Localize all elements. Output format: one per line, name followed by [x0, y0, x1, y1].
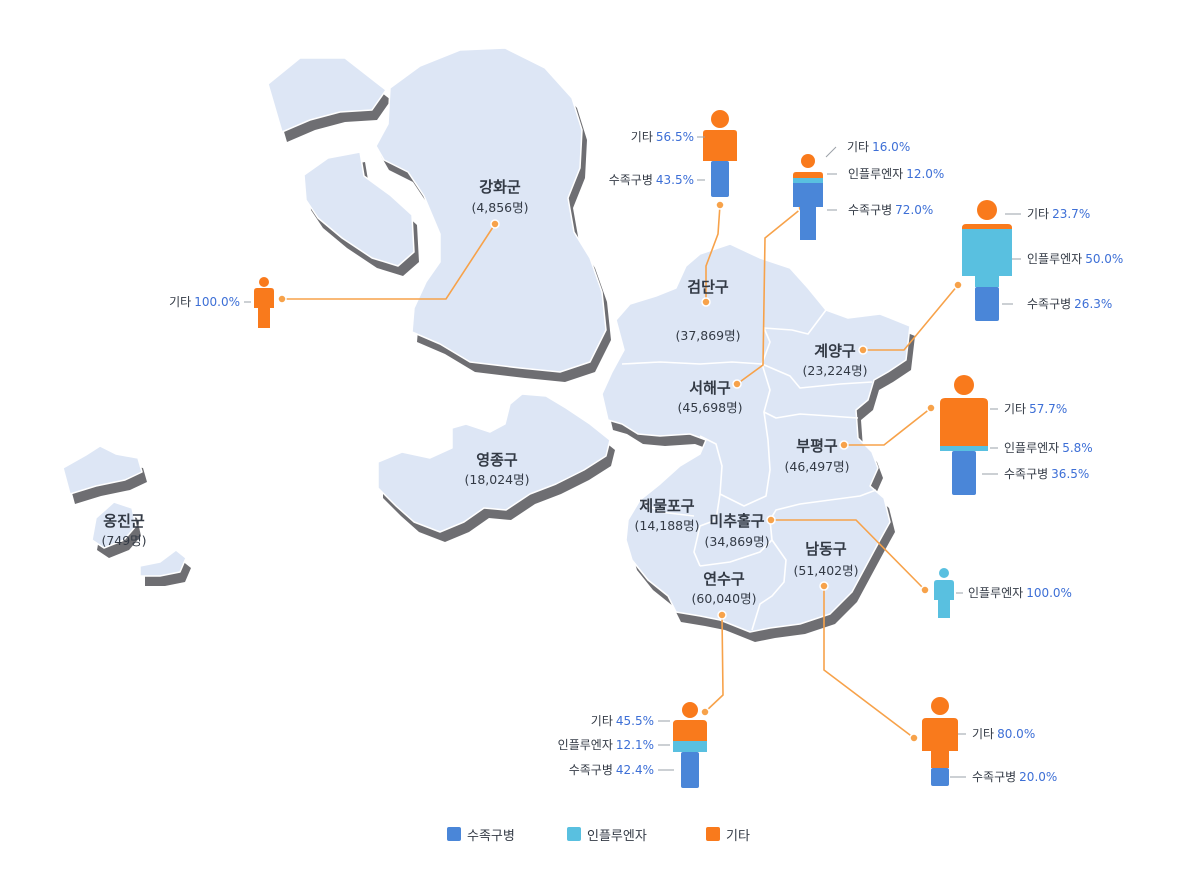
person-icon-geomdan [703, 110, 737, 197]
person-icon-gyeyang [962, 200, 1012, 321]
district-name-ongjin: 옹진군 [103, 512, 145, 530]
person-icon-bupyeong [940, 375, 988, 495]
district-count-geomdan: (37,869명) [676, 328, 741, 343]
island-ongjin-2 [91, 501, 137, 549]
district-name-michuhol: 미추홀구 [709, 512, 764, 530]
district-count-ganghwa: (4,856명) [471, 200, 528, 215]
island-north [267, 57, 387, 133]
mainland-shape [601, 243, 911, 633]
person-icon-ganghwa [254, 277, 274, 328]
legend-swatch-disease [447, 827, 461, 841]
island-seokmo [303, 151, 415, 267]
district-count-namdong: (51,402명) [794, 563, 859, 578]
person-icon-michuhol [934, 568, 954, 618]
legend-label: 수족구병 [467, 828, 515, 844]
legend-label: 인플루엔자 [587, 828, 647, 844]
legend-swatch-flu [567, 827, 581, 841]
district-name-yeonsu: 연수구 [703, 570, 745, 588]
label-ticks [244, 136, 1021, 778]
district-borders [621, 309, 877, 631]
legend-label: 기타 [726, 828, 750, 844]
district-count-michuhol: (34,869명) [705, 534, 770, 549]
district-count-gyeyang: (23,224명) [803, 363, 868, 378]
district-yeongjong-shape [377, 393, 611, 533]
district-count-ongjin: (749명) [101, 533, 146, 548]
island-ongjin-1 [62, 445, 143, 495]
district-count-jemulpo: (14,188명) [635, 518, 700, 533]
person-icon-yeonsu [673, 702, 707, 788]
district-name-jemulpo: 제물포구 [639, 497, 694, 515]
legend-swatch-other [706, 827, 720, 841]
district-name-bupyeong: 부평구 [796, 437, 838, 455]
district-name-namdong: 남동구 [805, 540, 847, 558]
district-name-gyeyang: 계양구 [814, 342, 856, 360]
legend-item-other: 기타 [706, 822, 750, 846]
district-ganghwa-shape [375, 47, 607, 373]
district-labels: 강화군 (4,856명) 검단구 (37,869명) 계양구 (23,224명)… [101, 178, 867, 606]
district-name-geomdan: 검단구 [687, 278, 729, 296]
person-icon-namdong [922, 697, 958, 786]
district-count-seohae: (45,698명) [678, 400, 743, 415]
district-count-bupyeong: (46,497명) [785, 459, 850, 474]
district-count-yeonsu: (60,040명) [692, 591, 757, 606]
legend-item-disease: 수족구병 [447, 822, 515, 846]
legend: 수족구병 인플루엔자 기타 [0, 822, 1200, 846]
district-count-yeongjong: (18,024명) [465, 472, 530, 487]
island-ongjin-3 [139, 549, 187, 577]
person-icon-seohae [793, 154, 823, 240]
legend-item-flu: 인플루엔자 [567, 822, 647, 846]
district-name-yeongjong: 영종구 [476, 451, 518, 469]
leader-lines [282, 204, 959, 739]
district-name-ganghwa: 강화군 [479, 178, 521, 196]
land [62, 47, 911, 633]
district-name-seohae: 서해구 [689, 379, 731, 397]
